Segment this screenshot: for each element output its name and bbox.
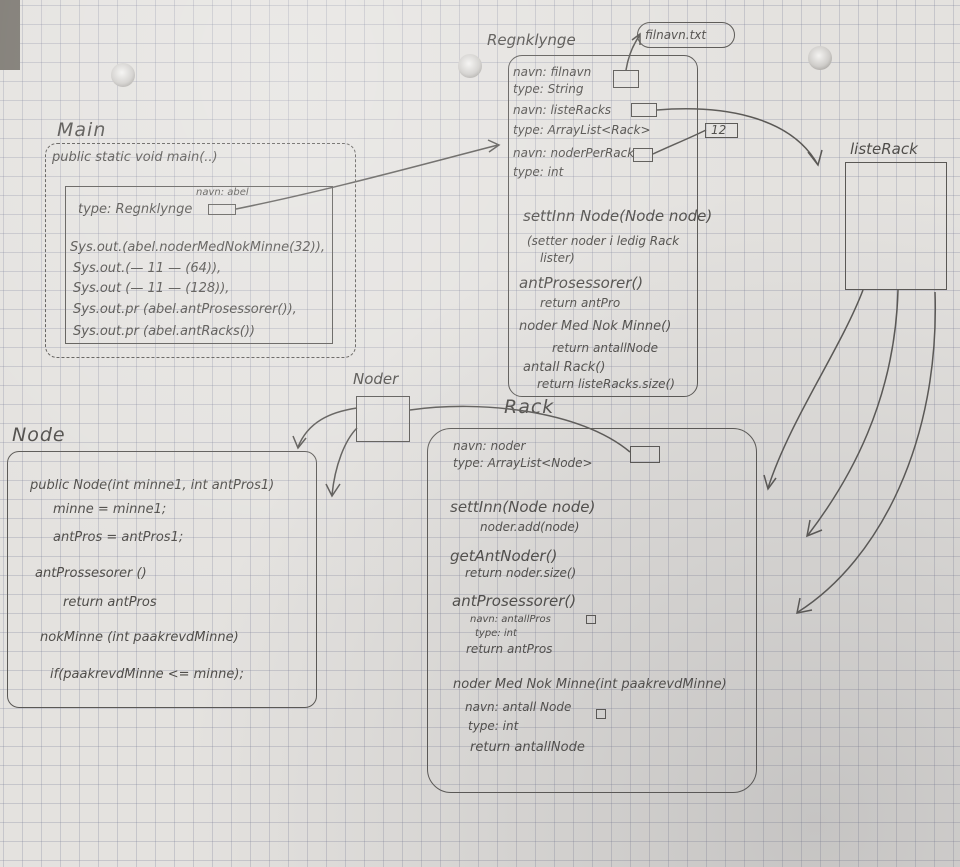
rack-method-antprosessorer-return: return antPros	[466, 642, 553, 656]
main-line-5: Sys.out.pr (abel.antRacks())	[73, 324, 255, 339]
arrow-noder-to-node-2	[331, 427, 358, 496]
listeracks-ref-box	[631, 103, 657, 117]
rack-method-antprosessorer: antProsessorer()	[452, 592, 577, 610]
filnavn-ref-box	[613, 70, 639, 88]
arrow-rack-noder-to-noder	[409, 405, 631, 453]
rack-noder-ref-box	[630, 446, 660, 463]
node-constructor-line-1: minne = minne1;	[53, 502, 167, 517]
rack-method-nodermednokminne-var-type: type: int	[468, 719, 519, 733]
arrow-listerack-to-rack-3	[797, 291, 937, 613]
rack-attr-type: type: ArrayList<Node>	[453, 456, 593, 470]
method-settinn-node: settInn Node(Node node)	[523, 207, 713, 225]
main-var-type: type: Regnklynge	[78, 202, 193, 217]
arrow-listeracks-to-listerack	[656, 108, 819, 166]
arrowhead-noder-2	[325, 483, 341, 498]
rack-method-nodermednokminne-return: return antallNode	[470, 740, 585, 755]
rack-antpros-ref-box	[586, 615, 596, 624]
arrow-abel-to-regnklynge	[235, 144, 499, 210]
method-nodermednokminne-return: return antallNode	[552, 341, 658, 355]
rack-antallnode-ref-box	[596, 709, 606, 719]
arrowhead-listerack-1	[763, 474, 777, 491]
arrowhead-listerack-2	[806, 519, 823, 538]
main-var-name: navn: abel	[196, 187, 249, 198]
listerack-box	[845, 162, 947, 290]
filename-bubble-text: filnavn.txt	[645, 28, 707, 42]
node-constructor: public Node(int minne1, int antPros1)	[30, 478, 275, 493]
rack-method-antprosessorer-var-name: navn: antallPros	[470, 614, 551, 625]
arrow-listerack-to-rack-2	[807, 289, 899, 536]
main-line-3: Sys.out (— 11 — (128)),	[73, 281, 230, 296]
rack-attr-name: navn: noder	[453, 439, 526, 453]
main-var-ref-box	[208, 204, 236, 215]
node-method-nokminne: nokMinne (int paakrevdMinne)	[40, 630, 239, 645]
method-antprosessorer: antProsessorer()	[519, 274, 644, 292]
notebook-spiral	[0, 0, 20, 70]
rack-title: Rack	[504, 396, 555, 418]
arrow-noderperrack-to-12	[652, 129, 707, 155]
rack-method-getantnoder-return: return noder.size()	[465, 566, 577, 580]
attr-name-listeracks: navn: listeRacks	[513, 103, 612, 117]
node-method-antprossesorer-return: return antPros	[63, 595, 157, 610]
arrowhead-listerack-3	[796, 597, 813, 614]
node-method-antprossesorer: antProssesorer ()	[35, 566, 147, 581]
main-dashed-box	[45, 143, 356, 358]
main-body-box	[65, 186, 333, 344]
node-method-nokminne-body: if(paakrevdMinne <= minne);	[50, 667, 244, 682]
main-line-2: Sys.out.(— 11 — (64)),	[73, 261, 222, 276]
rack-method-getantnoder: getAntNoder()	[450, 547, 558, 565]
noderperrack-ref-box	[633, 148, 653, 162]
noder-box	[356, 396, 410, 442]
attr-name-noderperrack: navn: noderPerRack	[513, 146, 635, 160]
arrow-listerack-to-rack-1	[767, 289, 864, 489]
arrowhead-noder-1	[292, 435, 307, 450]
attr-name-filnavn: navn: filnavn	[513, 65, 592, 79]
node-box	[7, 451, 317, 708]
method-settinn-note-1: (setter noder i ledig Rack	[527, 234, 680, 248]
main-line-1: Sys.out.(abel.noderMedNokMinne(32)),	[70, 240, 325, 255]
attr-type-string: type: String	[513, 82, 584, 96]
arrow-filnavn-to-bubble	[625, 34, 641, 71]
value-12-text: 12	[711, 123, 727, 137]
listerack-title: listeRack	[850, 140, 918, 158]
main-line-4: Sys.out.pr (abel.antProsessorer()),	[73, 302, 297, 317]
rack-method-nodermednokminne-var-name: navn: antall Node	[465, 700, 572, 714]
method-antprosessorer-return: return antPro	[540, 296, 621, 310]
node-title: Node	[12, 424, 66, 446]
main-title: Main	[57, 119, 107, 141]
punch-hole	[458, 54, 482, 78]
noder-title: Noder	[353, 370, 399, 388]
method-antallrack-return: return listeRacks.size()	[537, 377, 675, 391]
punch-hole	[111, 63, 135, 87]
regnklynge-box	[508, 55, 698, 397]
rack-method-antprosessorer-var-type: type: int	[475, 628, 517, 639]
attr-type-int: type: int	[513, 165, 564, 179]
arrowhead-filnavn	[631, 32, 641, 45]
punch-hole	[808, 46, 832, 70]
arrow-noder-to-node-1	[297, 407, 358, 448]
main-signature: public static void main(..)	[52, 150, 218, 165]
method-nodermednokminne: noder Med Nok Minne()	[519, 319, 672, 334]
node-constructor-line-2: antPros = antPros1;	[53, 530, 184, 545]
arrowhead-abel	[487, 139, 501, 153]
attr-type-arraylist-rack: type: ArrayList<Rack>	[513, 123, 651, 137]
method-antallrack: antall Rack()	[523, 360, 606, 375]
method-settinn-note-2: lister)	[540, 251, 575, 265]
arrowhead-listeracks	[807, 149, 823, 167]
regnklynge-title: Regnklynge	[487, 31, 576, 49]
rack-method-settinn: settInn(Node node)	[450, 498, 596, 516]
rack-method-nodermednokminne: noder Med Nok Minne(int paakrevdMinne)	[453, 677, 727, 692]
rack-method-settinn-body: noder.add(node)	[480, 520, 580, 534]
